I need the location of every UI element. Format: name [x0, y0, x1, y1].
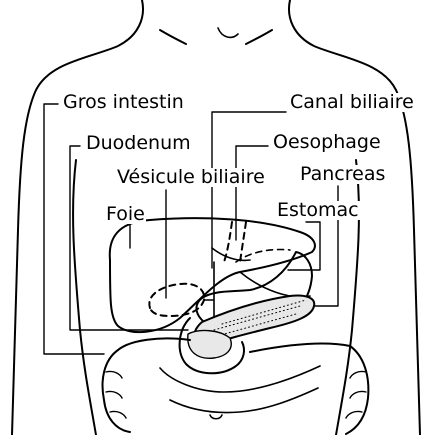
- label-gros-intestin: Gros intestin: [62, 91, 185, 113]
- colon-transverse: [117, 337, 351, 353]
- leader-canal-biliaire: [211, 111, 287, 269]
- colon-descending: [345, 345, 370, 435]
- sternum-notch: [217, 27, 239, 39]
- esophagus: [223, 221, 247, 263]
- gallbladder: [148, 282, 206, 317]
- large-intestine: [101, 337, 370, 435]
- pancreas-stipple: [209, 299, 307, 339]
- collarbone-right: [245, 29, 273, 45]
- label-estomac: Estomac: [276, 199, 360, 221]
- duodenum-inner: [187, 329, 232, 359]
- liver-inner-lobe: [211, 247, 251, 262]
- leader-gros-intestin: [43, 103, 105, 355]
- duodenum-loop: [178, 317, 245, 375]
- label-pancreas: Pancreas: [299, 163, 387, 185]
- label-foie: Foie: [105, 203, 146, 225]
- colon-ascending: [101, 349, 131, 433]
- stomach-fundus: [235, 248, 291, 263]
- leader-duodenum: [69, 145, 189, 331]
- collarbone-left: [159, 29, 187, 45]
- small-intestine: [159, 365, 321, 414]
- label-canal-biliaire: Canal biliaire: [289, 91, 415, 113]
- label-oesophage: Oesophage: [272, 131, 382, 153]
- leader-oesophage: [235, 145, 269, 241]
- leader-pancreas: [313, 185, 339, 307]
- colon-haustra-right: [345, 370, 367, 419]
- navel: [209, 414, 223, 420]
- leader-estomac: [287, 221, 321, 271]
- label-duodenum: Duodenum: [85, 132, 192, 154]
- liver-right-edge: [239, 271, 311, 298]
- leader-lines: [43, 103, 339, 355]
- neck-left: [11, 0, 144, 435]
- label-vesicule-biliaire: Vésicule biliaire: [116, 166, 266, 188]
- colon-haustra-left: [105, 370, 127, 419]
- arm-left: [72, 159, 97, 435]
- neck-right: [288, 0, 421, 435]
